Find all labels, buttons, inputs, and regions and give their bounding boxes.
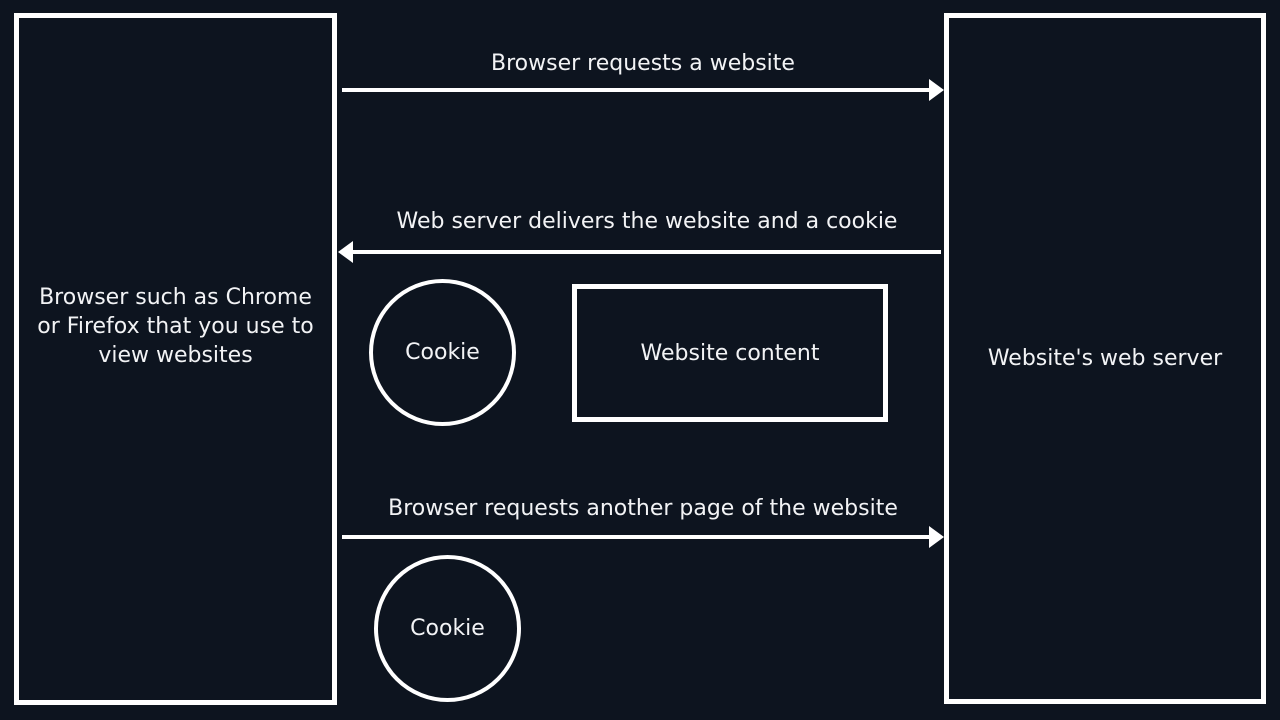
web-server-node-label: Website's web server [987,346,1223,371]
browser-label-line-1: Browser such as Chrome [39,285,312,310]
flow-request-another-page-label: Browser requests another page of the web… [388,496,898,521]
cookie-returned-label: Cookie [410,616,485,641]
flow-deliver-website-arrow-line [353,250,941,254]
website-content-node: Website content [572,284,888,422]
web-server-node: Website's web server [944,13,1266,704]
flow-deliver-website-arrowhead-left-icon [338,241,353,263]
flow-deliver-website-label: Web server delivers the website and a co… [396,209,898,234]
flow-request-website-label: Browser requests a website [491,51,795,76]
website-content-label: Website content [640,340,820,366]
flow-request-another-page-arrow-line [342,535,930,539]
cookie-delivered-node: Cookie [369,279,516,426]
flow-request-website-arrow-line [342,88,930,92]
browser-label-line-2: or Firefox that you use to [37,314,314,339]
flow-request-website-arrowhead-right-icon [929,79,944,101]
cookie-returned-node: Cookie [374,555,521,702]
browser-label-line-3: view websites [98,343,253,368]
browser-node: Browser such as Chrome or Firefox that y… [14,13,337,705]
cookie-delivered-label: Cookie [405,340,480,365]
browser-node-label: Browser such as Chrome or Firefox that y… [19,283,332,370]
flow-request-another-page-arrowhead-right-icon [929,526,944,548]
